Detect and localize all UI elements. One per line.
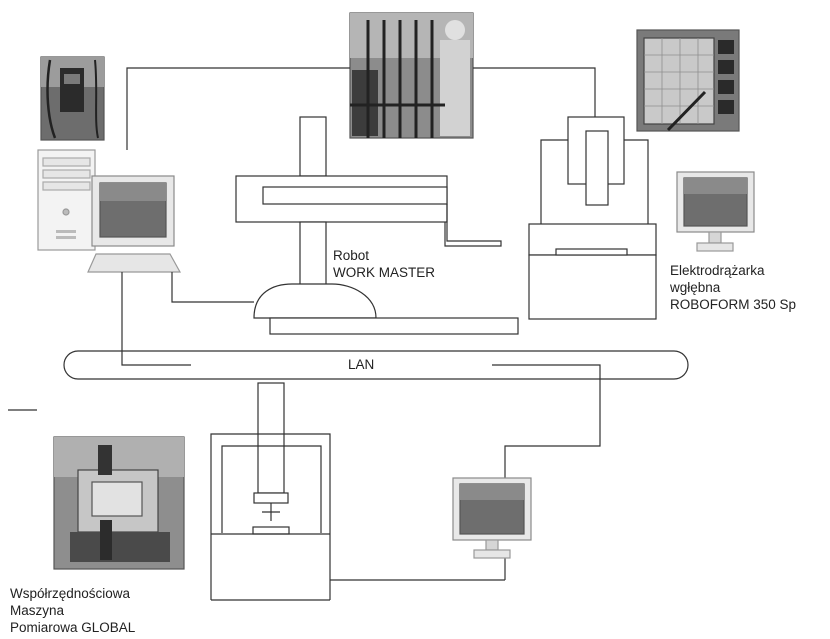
robot-schematic (236, 117, 518, 334)
edm-label-line2: wgłębna (670, 279, 720, 296)
device-photo (41, 57, 104, 140)
cmm-label-line1: Współrzędnościowa (10, 585, 130, 602)
cmm-photo (54, 437, 184, 569)
robot-label-line1: Robot (333, 247, 369, 264)
control-panel-photo (637, 30, 739, 131)
lan-label: LAN (348, 356, 374, 373)
cmm-label-line2: Maszyna (10, 602, 64, 619)
edm-monitor-icon (677, 172, 754, 251)
edm-machine-schematic (529, 117, 656, 319)
edm-label-line3: ROBOFORM 350 Sp (670, 296, 796, 313)
cmm-monitor-icon (453, 478, 531, 558)
robot-label-line2: WORK MASTER (333, 264, 435, 281)
desktop-computer-icon (38, 150, 180, 272)
edm-label-line1: Elektrodrążarka (670, 262, 765, 279)
cmm-label-line3: Pomiarowa GLOBAL (10, 619, 135, 636)
robot-cell-photo (350, 13, 473, 138)
